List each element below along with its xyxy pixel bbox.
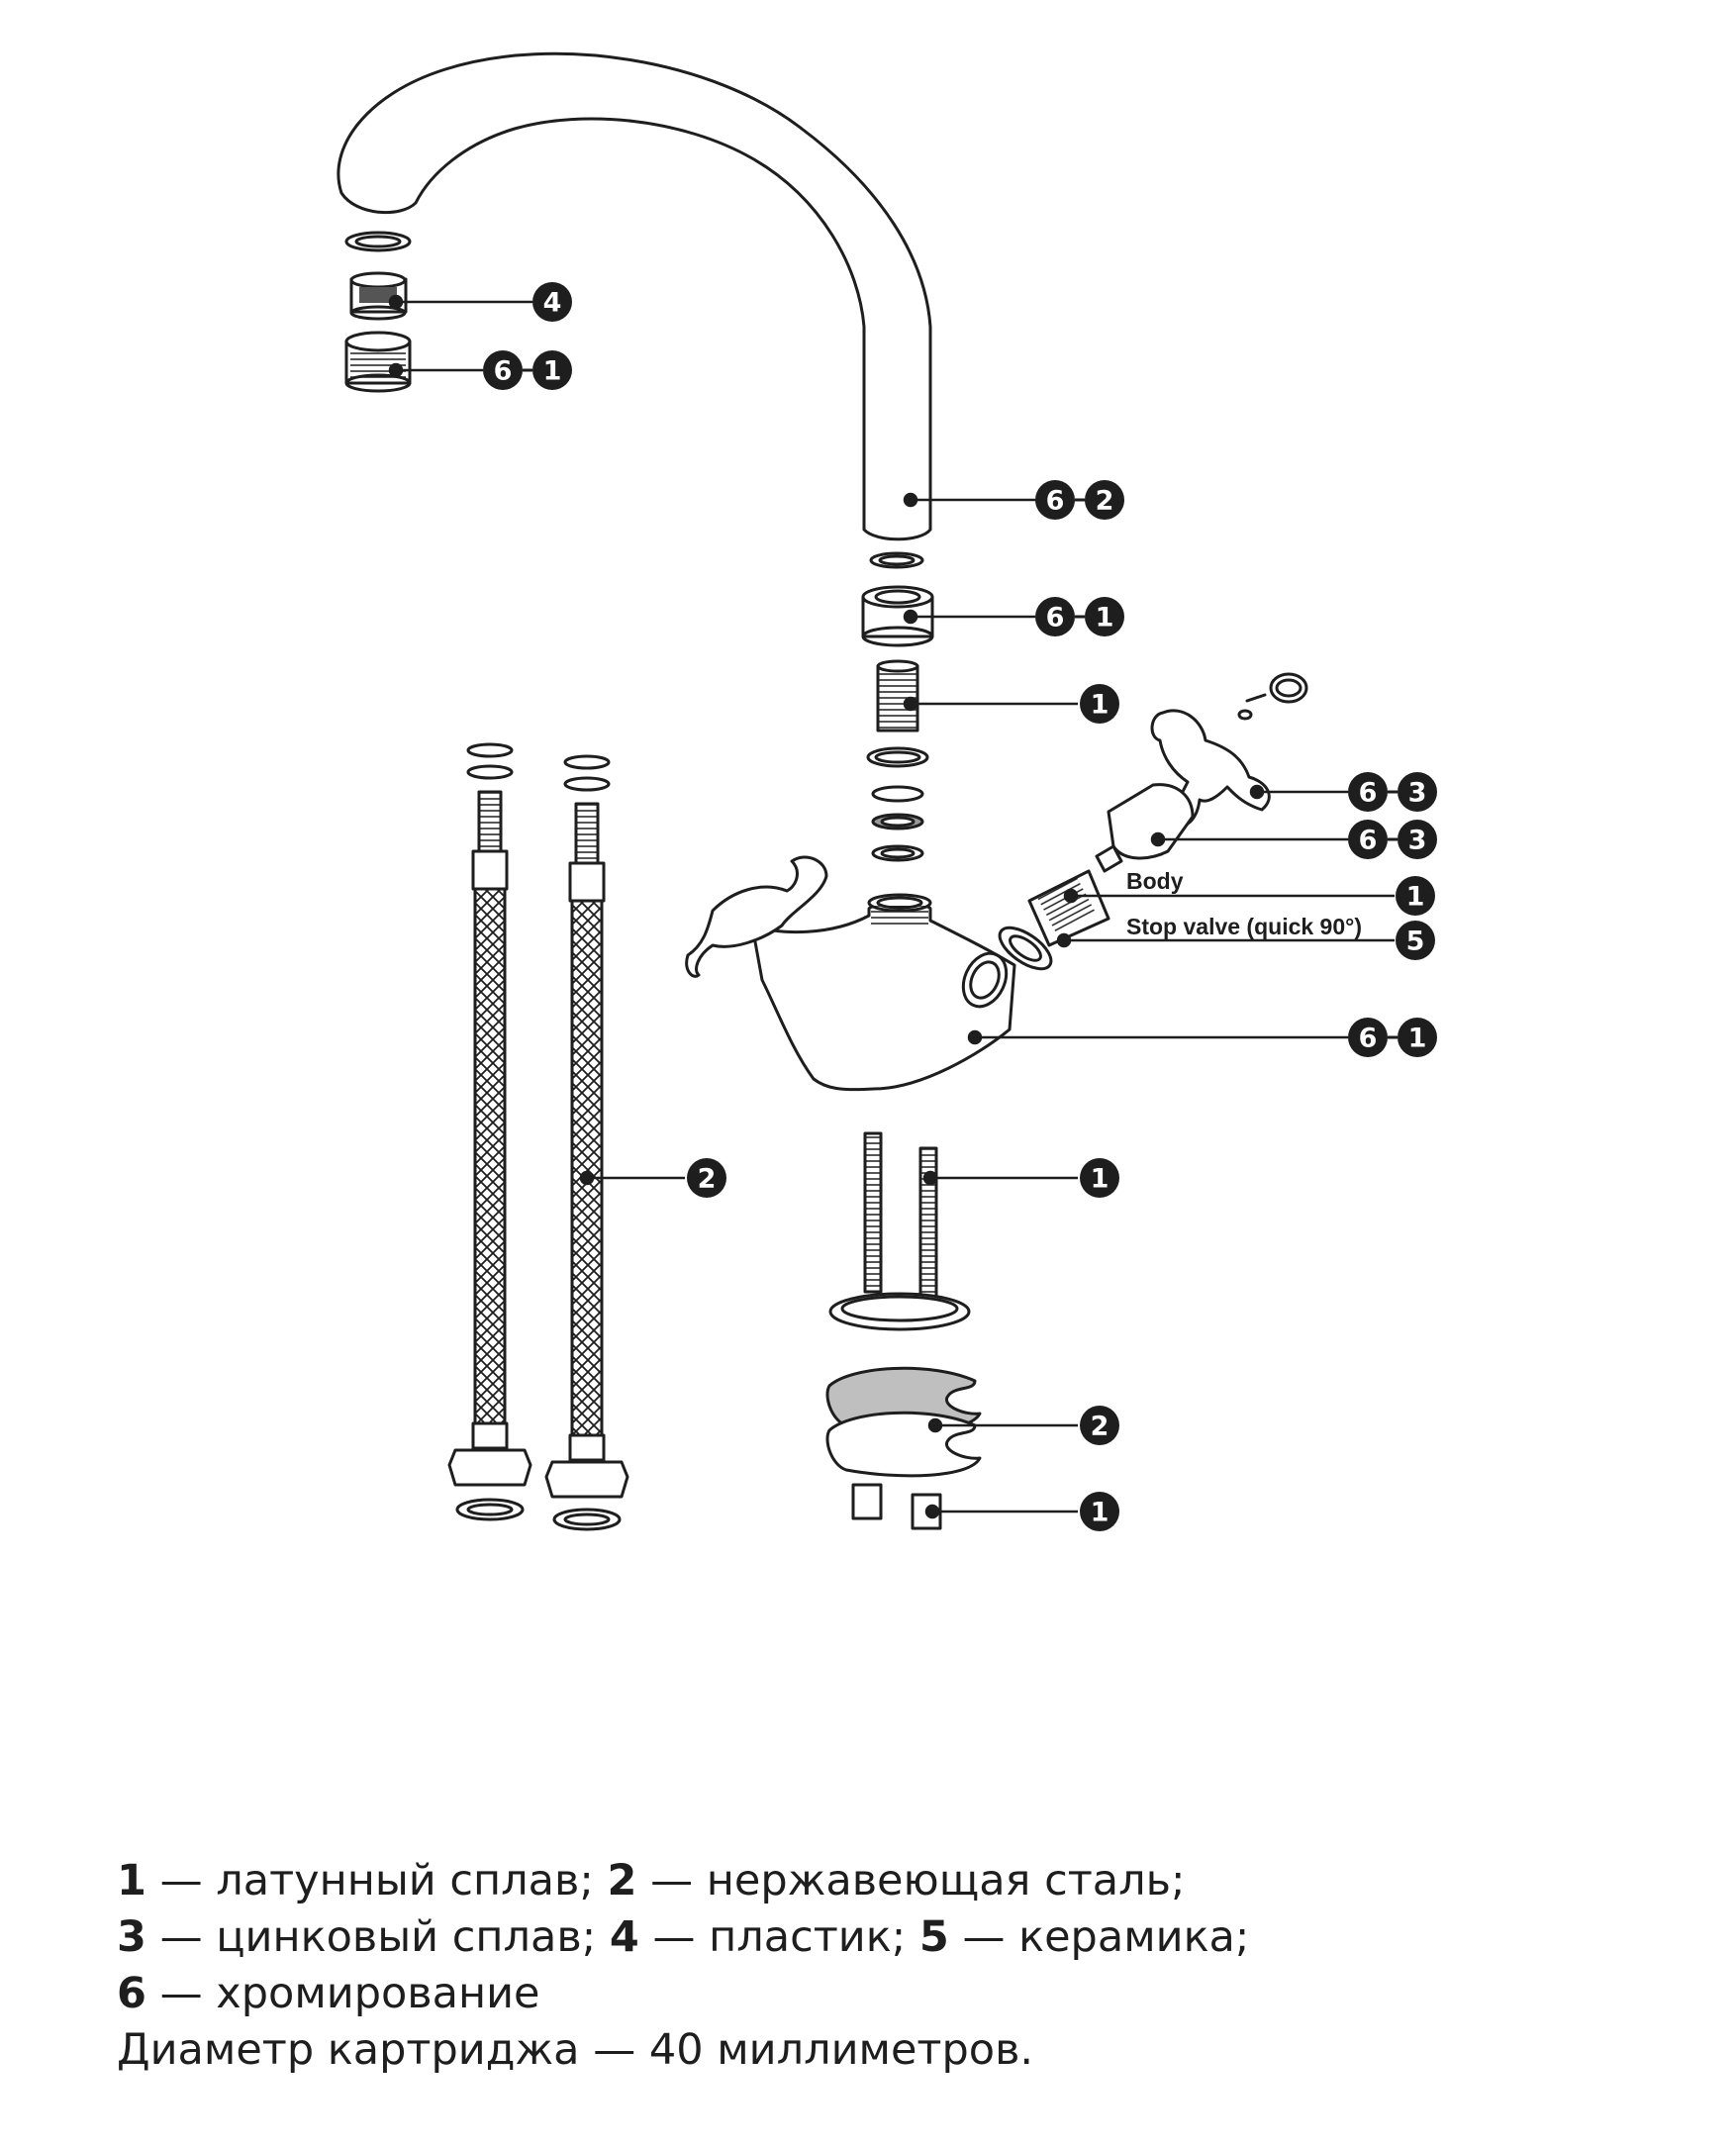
handle-cap-screw bbox=[1237, 672, 1308, 721]
hose-right bbox=[544, 754, 629, 1531]
svg-text:3: 3 bbox=[1408, 826, 1427, 856]
cartridge-diameter-note: Диаметр картриджа — 40 миллиметров. bbox=[117, 2025, 1034, 2075]
svg-text:6: 6 bbox=[1046, 603, 1065, 634]
callout-faucet-body: 6 1 bbox=[1348, 1018, 1437, 1057]
svg-text:1: 1 bbox=[1091, 1498, 1109, 1528]
svg-text:1: 1 bbox=[543, 356, 562, 387]
svg-text:2: 2 bbox=[1096, 486, 1114, 517]
hose-left bbox=[447, 742, 532, 1521]
nut-left bbox=[851, 1483, 883, 1520]
svg-text:1: 1 bbox=[1408, 1024, 1427, 1054]
svg-text:6: 6 bbox=[1046, 486, 1065, 517]
spout-nipple bbox=[876, 659, 919, 732]
callout-aerator-housing: 6 1 bbox=[483, 350, 572, 390]
callout-hose: 2 bbox=[687, 1158, 726, 1198]
callout-handle: 6 3 bbox=[1348, 772, 1437, 812]
handle-cap bbox=[1107, 783, 1195, 860]
clamp-plate-bottom bbox=[825, 1411, 982, 1478]
spout bbox=[337, 51, 932, 541]
faucet-body bbox=[750, 903, 1016, 1092]
svg-text:3: 3 bbox=[1408, 778, 1427, 809]
callout-clamp-plate: 2 bbox=[1080, 1406, 1119, 1445]
callout-nuts: 1 bbox=[1080, 1492, 1119, 1531]
legend-line-3: 6 — хромирование bbox=[117, 1969, 540, 2018]
legend-line-2: 3 — цинковый сплав; 4 — пластик; 5 — кер… bbox=[117, 1912, 1250, 1962]
svg-text:6: 6 bbox=[494, 356, 513, 387]
material-legend: 1 — латунный сплав; 2 — нержавеющая стал… bbox=[117, 1853, 1661, 2079]
aerator-washer bbox=[344, 231, 412, 252]
base-gasket bbox=[828, 1292, 971, 1331]
legend-line-1: 1 — латунный сплав; 2 — нержавеющая стал… bbox=[117, 1856, 1186, 1905]
callout-aerator-insert: 4 bbox=[532, 282, 572, 322]
callout-spout: 6 2 bbox=[1035, 480, 1124, 520]
svg-text:4: 4 bbox=[543, 288, 562, 319]
left-handle bbox=[685, 855, 828, 978]
body-label: Body bbox=[1126, 868, 1184, 894]
stop-valve-label: Stop valve (quick 90°) bbox=[1126, 914, 1362, 939]
svg-text:1: 1 bbox=[1406, 882, 1425, 913]
svg-text:2: 2 bbox=[698, 1164, 717, 1195]
studs bbox=[863, 1131, 938, 1299]
svg-text:6: 6 bbox=[1359, 826, 1378, 856]
svg-text:1: 1 bbox=[1091, 1164, 1109, 1195]
callout-cartridge-seal: 5 bbox=[1396, 921, 1435, 960]
callout-spout-nut: 6 1 bbox=[1035, 597, 1124, 636]
callout-studs: 1 bbox=[1080, 1158, 1119, 1198]
callout-cartridge-body: 1 bbox=[1396, 876, 1435, 916]
svg-text:1: 1 bbox=[1091, 690, 1109, 721]
callout-handle-cap: 6 3 bbox=[1348, 820, 1437, 859]
aerator-insert bbox=[349, 271, 408, 321]
callout-spout-nipple: 1 bbox=[1080, 684, 1119, 724]
svg-text:1: 1 bbox=[1096, 603, 1114, 634]
cartridge bbox=[1027, 844, 1123, 947]
cartridge-seal bbox=[998, 926, 1053, 971]
aerator-housing bbox=[344, 331, 412, 393]
svg-text:5: 5 bbox=[1406, 927, 1425, 957]
svg-text:2: 2 bbox=[1091, 1412, 1109, 1442]
svg-text:6: 6 bbox=[1359, 778, 1378, 809]
svg-text:6: 6 bbox=[1359, 1024, 1378, 1054]
